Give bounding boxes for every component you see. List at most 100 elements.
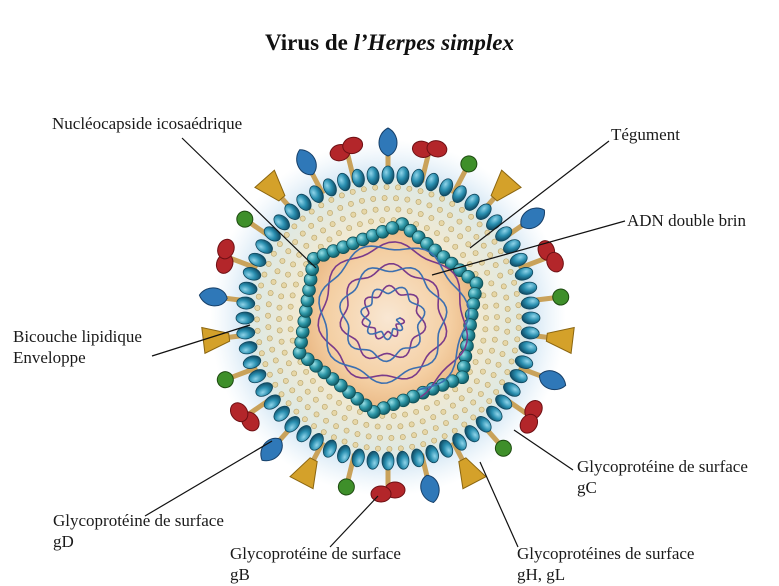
- tegument-particle: [416, 199, 421, 204]
- tegument-particle: [480, 369, 485, 374]
- tegument-particle: [505, 329, 510, 334]
- tegument-particle: [460, 252, 465, 257]
- tegument-particle: [293, 239, 298, 244]
- tegument-particle: [494, 389, 499, 394]
- tegument-particle: [384, 206, 389, 211]
- tegument-particle: [342, 415, 347, 420]
- tegument-particle: [336, 231, 341, 236]
- tegument-particle: [500, 380, 505, 385]
- tegument-particle: [515, 337, 520, 342]
- tegument-particle: [323, 418, 328, 423]
- tegument-particle: [330, 222, 335, 227]
- label-gh-line1: Glycoprotéines de surface: [517, 543, 694, 564]
- tegument-particle: [469, 214, 474, 219]
- label-gd-line2: gD: [53, 531, 224, 552]
- tegument-particle: [434, 231, 439, 236]
- tegument-particle: [331, 435, 336, 440]
- leader-line-6: [145, 441, 272, 516]
- tegument-particle: [424, 225, 429, 230]
- tegument-particle: [489, 348, 494, 353]
- tegument-particle: [371, 196, 376, 201]
- tegument-particle: [429, 215, 434, 220]
- tegument-particle: [286, 361, 291, 366]
- envelope-bead-shape: [382, 452, 394, 470]
- tegument-particle: [450, 403, 455, 408]
- tegument-particle: [437, 207, 442, 212]
- tegument-particle: [265, 313, 270, 318]
- tegument-particle: [444, 237, 449, 242]
- tegument-particle: [281, 283, 286, 288]
- tegument-particle: [359, 198, 364, 203]
- tegument-particle: [257, 340, 262, 345]
- tegument-particle: [254, 317, 259, 322]
- tegument-particle: [309, 209, 314, 214]
- tegument-particle: [459, 396, 464, 401]
- tegument-particle: [277, 241, 282, 246]
- tegument-particle: [255, 305, 260, 310]
- tegument-particle: [493, 262, 498, 267]
- tegument-particle: [267, 372, 272, 377]
- tegument-particle: [481, 243, 486, 248]
- tegument-particle: [389, 435, 394, 440]
- diagram-title: Virus de l’Herpes simplex: [0, 30, 779, 56]
- tegument-particle: [263, 362, 268, 367]
- tegument-particle: [255, 328, 260, 333]
- tegument-particle: [280, 258, 285, 263]
- label-bicouche-enveloppe: Bicouche lipidique Enveloppe: [13, 326, 142, 368]
- tegument-particle: [492, 239, 497, 244]
- tegument-particle: [305, 389, 310, 394]
- title-emphasis: l’Herpes simplex: [354, 30, 514, 55]
- tegument-particle: [447, 213, 452, 218]
- tegument-particle: [279, 339, 284, 344]
- label-bicouche-text: Bicouche lipidique: [13, 326, 142, 347]
- tegument-particle: [402, 412, 407, 417]
- tegument-particle: [498, 249, 503, 254]
- envelope-bead-shape: [522, 312, 540, 324]
- tegument-particle: [262, 272, 267, 277]
- tegument-particle: [375, 424, 380, 429]
- tegument-particle: [286, 401, 291, 406]
- tegument-particle: [443, 420, 448, 425]
- tegument-particle: [314, 412, 319, 417]
- tegument-particle: [512, 348, 517, 353]
- tegument-particle: [422, 430, 427, 435]
- tegument-particle: [504, 259, 509, 264]
- glycoprotein-head: [379, 128, 397, 156]
- tegument-particle: [473, 359, 478, 364]
- label-tegument: Tégument: [611, 124, 680, 145]
- tegument-particle: [407, 186, 412, 191]
- tegument-particle: [300, 216, 305, 221]
- tegument-particle: [327, 210, 332, 215]
- tegument-particle: [266, 302, 271, 307]
- tegument-particle: [477, 222, 482, 227]
- tegument-particle: [442, 434, 447, 439]
- label-gb-line2: gB: [230, 564, 401, 585]
- tegument-particle: [509, 359, 514, 364]
- tegument-particle: [473, 251, 478, 256]
- tegument-particle: [313, 397, 318, 402]
- tegument-particle: [459, 207, 464, 212]
- tegument-particle: [333, 424, 338, 429]
- envelope-bead-shape: [382, 166, 394, 184]
- tegument-particle: [285, 272, 290, 277]
- tegument-particle: [420, 419, 425, 424]
- envelope-bead: [522, 312, 540, 324]
- tegument-particle: [396, 207, 401, 212]
- tegument-particle: [514, 291, 519, 296]
- tegument-particle: [297, 397, 302, 402]
- tegument-particle: [266, 325, 271, 330]
- tegument-particle: [268, 290, 273, 295]
- tegument-particle: [271, 251, 276, 256]
- tegument-particle: [322, 404, 327, 409]
- tegument-particle: [347, 225, 352, 230]
- tegument-particle: [290, 262, 295, 267]
- envelope-bead: [382, 166, 394, 184]
- tegument-particle: [481, 338, 486, 343]
- tegument-particle: [485, 359, 490, 364]
- tegument-particle: [327, 237, 332, 242]
- tegument-particle: [318, 387, 323, 392]
- tegument-particle: [466, 226, 471, 231]
- label-adn: ADN double brin: [627, 210, 746, 231]
